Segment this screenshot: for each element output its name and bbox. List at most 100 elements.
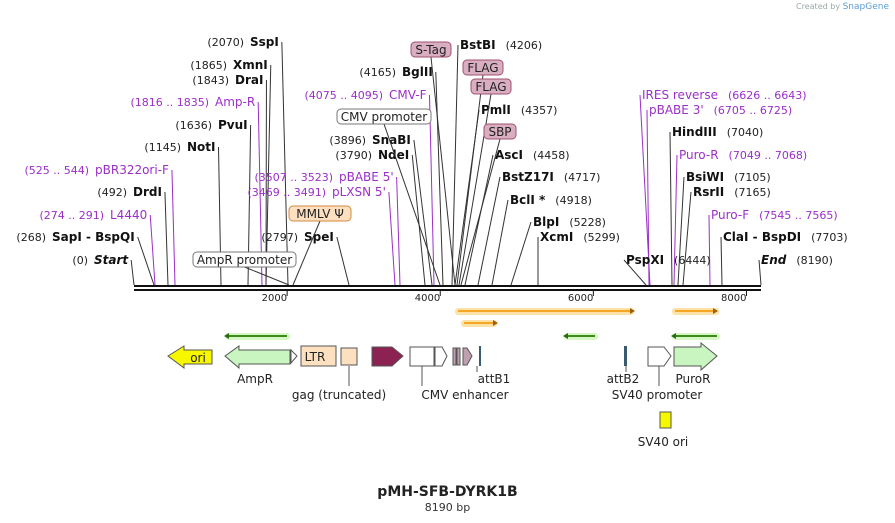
site-position: (4717): [564, 171, 601, 184]
feature-label: gag (truncated): [292, 388, 386, 402]
orf-arrow-head: [713, 308, 718, 314]
feature-label: SV40 ori: [638, 435, 689, 449]
site-name: Amp-R: [215, 95, 255, 109]
site-connector: [623, 259, 647, 286]
site-position: (4357): [521, 104, 558, 117]
feature-box: [336, 108, 432, 125]
site-connector: [677, 176, 685, 286]
site-position: (525 .. 544): [24, 164, 89, 177]
feature-box-label: FLAG: [475, 80, 506, 94]
feature-label: AmpR: [237, 372, 273, 386]
scale-tick-label: 8000: [721, 293, 746, 304]
ori-arrow: [167, 345, 213, 369]
site-connector: [130, 259, 135, 286]
site-name: DraI: [235, 73, 263, 87]
site-connector: [336, 236, 350, 286]
site-position: (4206): [506, 39, 543, 52]
feature-box-label: FLAG: [467, 61, 498, 75]
feature-box: [470, 78, 512, 95]
site-connector: [477, 176, 501, 286]
site-name: pBABE 3': [649, 103, 704, 117]
site-connector: [451, 44, 459, 286]
site-name: pBABE 5': [339, 170, 394, 184]
ampr-promoter-arrow: [290, 348, 298, 365]
site-name: PmlI: [481, 103, 511, 117]
feature-box: [483, 123, 517, 140]
site-position: (5228): [569, 216, 606, 229]
site-position: (7165): [734, 186, 771, 199]
site-position: (1636): [175, 119, 212, 132]
site-position: (1145): [144, 141, 181, 154]
plasmid-name: pMH-SFB-DYRK1B: [377, 484, 518, 500]
site-name: NotI: [187, 140, 216, 154]
site-position: (4458): [533, 149, 570, 162]
feature-label: attB1: [478, 372, 511, 386]
site-connector: [281, 41, 289, 286]
scale-tick-label: 2000: [262, 293, 287, 304]
feature-box-label: AmpR promoter: [197, 253, 292, 267]
site-position: (8190): [796, 254, 833, 267]
site-position: (3507 .. 3523): [254, 171, 333, 184]
credit-prefix: Created by: [796, 2, 841, 11]
feature-box: [288, 205, 352, 222]
site-name: BlpI: [533, 215, 559, 229]
feature-connector: [383, 123, 441, 286]
feature-connector: [456, 74, 484, 286]
feature-box-label: S-Tag: [415, 43, 446, 57]
feature-connector: [430, 56, 456, 286]
site-name: BglII: [402, 65, 433, 79]
site-position: (3469 .. 3491): [247, 186, 326, 199]
site-name: SapI - BspQI: [52, 230, 135, 244]
site-name: Puro-R: [679, 148, 719, 162]
site-name: BclI *: [510, 193, 546, 207]
gag-box: [340, 347, 358, 366]
snapgene-credit: Created by SnapGene: [796, 2, 889, 12]
site-connector: [265, 64, 272, 286]
site-connector: [164, 191, 169, 286]
plasmid-size: 8190 bp: [424, 501, 471, 514]
site-connector: [413, 139, 433, 286]
site-position: (4075 .. 4095): [304, 89, 383, 102]
site-connector: [682, 191, 692, 286]
site-connector: [669, 131, 673, 286]
orf-arrow-head: [224, 333, 229, 339]
site-connector: [171, 169, 176, 286]
site-position: (5299): [583, 231, 620, 244]
site-connector: [428, 94, 435, 286]
site-name: BstZ17I: [502, 170, 554, 184]
site-connector: [149, 214, 156, 286]
feature-label: LTR: [305, 350, 326, 364]
orf-arrow-head: [563, 333, 568, 339]
feature-label: attB2: [607, 372, 640, 386]
tag-segment: [452, 347, 457, 366]
site-position: (7545 .. 7565): [759, 209, 838, 222]
site-connector: [708, 214, 711, 286]
scale-tick-label: 6000: [568, 293, 593, 304]
feature-connector: [292, 220, 321, 286]
snapgene-logo: SnapGene: [842, 2, 889, 12]
sv40-promoter-arrow: [647, 346, 672, 367]
site-name: End: [761, 253, 787, 267]
site-position: (4918): [555, 194, 592, 207]
puror-arrow: [673, 341, 718, 372]
site-position: (492): [97, 186, 127, 199]
site-name: NdeI: [378, 148, 409, 162]
orf-arrow-head: [671, 333, 676, 339]
site-position: (2797): [261, 231, 298, 244]
tag-segment: [456, 347, 461, 366]
attb1-marker: [479, 346, 481, 366]
feature-box-label: MMLV Ψ: [296, 207, 344, 221]
site-position: (1843): [192, 74, 229, 87]
site-position: (6444): [674, 254, 711, 267]
site-name: BstBI: [460, 38, 496, 52]
site-name: AscI: [495, 148, 523, 162]
tag-segment: [462, 347, 473, 366]
site-name: SpeI: [304, 230, 334, 244]
site-name: SnaBI: [372, 133, 411, 147]
attb2-marker: [624, 346, 627, 366]
site-connector: [673, 154, 678, 286]
ltr-box: [300, 345, 337, 367]
site-name: Start: [94, 253, 129, 267]
site-connector: [137, 236, 155, 286]
